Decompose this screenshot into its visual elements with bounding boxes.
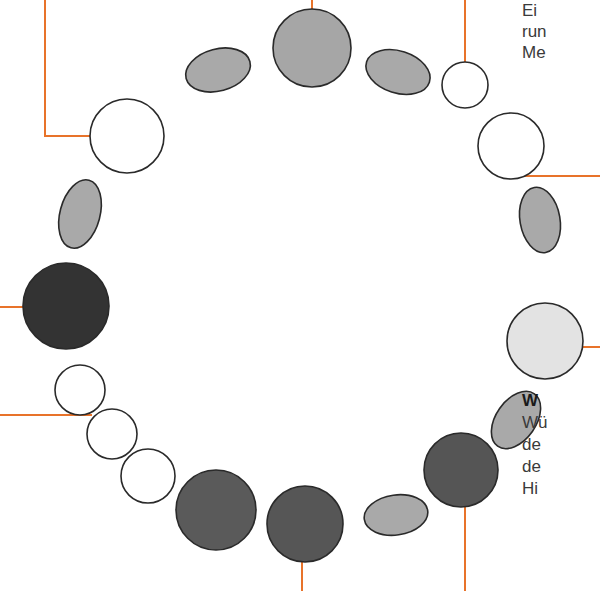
oval-bead (52, 175, 109, 253)
oval-bead (362, 491, 431, 540)
cropped-text: Ei (522, 1, 537, 21)
oval-bead (481, 382, 550, 457)
round-bead (442, 62, 488, 108)
oval-bead (515, 184, 566, 256)
round-bead (23, 263, 109, 349)
round-bead (176, 470, 256, 550)
round-bead (273, 9, 351, 87)
round-bead (507, 303, 583, 379)
round-bead (87, 409, 137, 459)
round-bead (424, 433, 498, 507)
oval-bead (181, 41, 256, 99)
beads (23, 9, 583, 562)
cropped-text: Hi (522, 479, 538, 499)
cropped-text: Me (522, 43, 546, 63)
cropped-text: de (522, 457, 541, 477)
cropped-text: de (522, 435, 541, 455)
cropped-text: W (522, 391, 538, 411)
round-bead (478, 113, 544, 179)
round-bead (121, 449, 175, 503)
round-bead (267, 486, 343, 562)
leader-line (518, 175, 600, 177)
cropped-text: run (522, 22, 547, 42)
round-bead (90, 99, 164, 173)
oval-bead (360, 42, 436, 102)
cropped-text: Wü (522, 413, 548, 433)
round-bead (55, 365, 105, 415)
